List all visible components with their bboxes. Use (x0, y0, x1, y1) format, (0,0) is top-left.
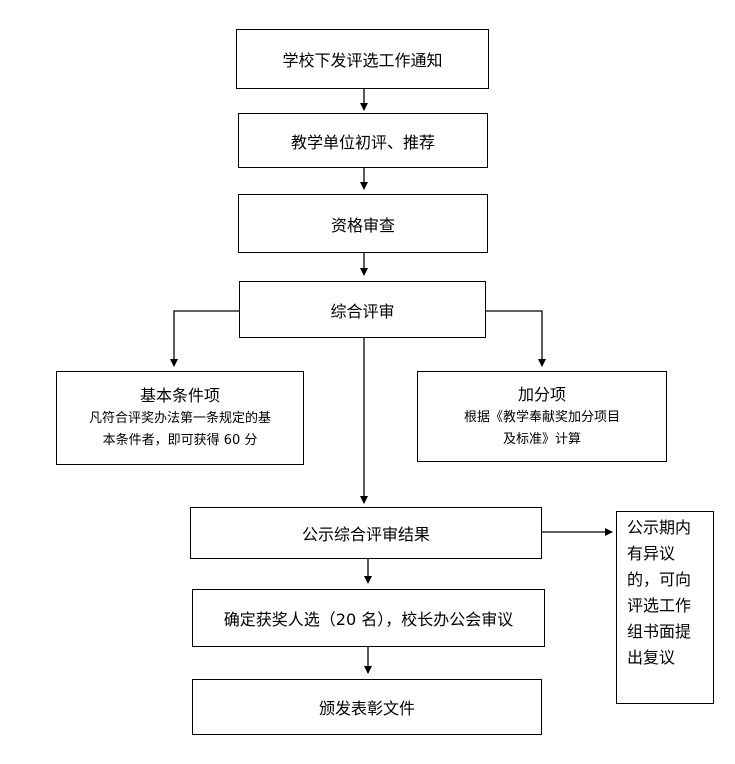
bonus-items-line2: 及标准》计算 (502, 431, 581, 447)
bonus-items-box: 加分项 根据《教学奉献奖加分项目 及标准》计算 (417, 371, 667, 462)
step-determine-winners-label: 确定获奖人选（20 名），校长办公会审议 (223, 610, 514, 629)
step-qualification-review-label: 资格审查 (330, 215, 395, 235)
step-comprehensive-review: 综合评审 (239, 281, 486, 338)
bonus-items-title: 加分项 (517, 384, 566, 404)
basic-conditions-title: 基本条件项 (139, 386, 220, 405)
basic-conditions-line2: 本条件者，即可获得 60 分 (102, 433, 258, 448)
basic-conditions-box: 基本条件项 凡符合评奖办法第一条规定的基 本条件者，即可获得 60 分 (56, 371, 304, 465)
bonus-items-line1: 根据《教学奉献奖加分项目 (463, 409, 620, 425)
objection-note-line: 的，可向 (627, 570, 692, 589)
step-issue-commendation: 颁发表彰文件 (192, 679, 542, 735)
step-determine-winners: 确定获奖人选（20 名），校长办公会审议 (192, 589, 545, 647)
step-initial-review: 教学单位初评、推荐 (238, 113, 488, 168)
step-notice-label: 学校下发评选工作通知 (282, 51, 443, 70)
objection-note-line: 有异议 (627, 544, 676, 563)
arrow-comprehensive-to-basic (170, 310, 239, 367)
step-notice: 学校下发评选工作通知 (236, 29, 489, 89)
arrow-comprehensive-to-bonus (486, 310, 546, 367)
step-initial-review-label: 教学单位初评、推荐 (290, 132, 435, 152)
objection-note-line: 评选工作 (627, 596, 692, 615)
step-comprehensive-review-label: 综合评审 (330, 301, 395, 321)
objection-note-line: 组书面提 (627, 622, 692, 641)
step-publicity-label: 公示综合评审结果 (301, 525, 430, 544)
objection-note-line: 出复议 (627, 648, 676, 667)
basic-conditions-line1: 凡符合评奖办法第一条规定的基 (88, 411, 271, 426)
step-issue-commendation-label: 颁发表彰文件 (318, 699, 415, 718)
step-publicity: 公示综合评审结果 (190, 507, 542, 559)
objection-note-box: 公示期内 有异议 的，可向 评选工作 组书面提 出复议 (616, 511, 714, 704)
step-qualification-review: 资格审查 (238, 194, 488, 253)
objection-note-line: 公示期内 (627, 518, 692, 537)
